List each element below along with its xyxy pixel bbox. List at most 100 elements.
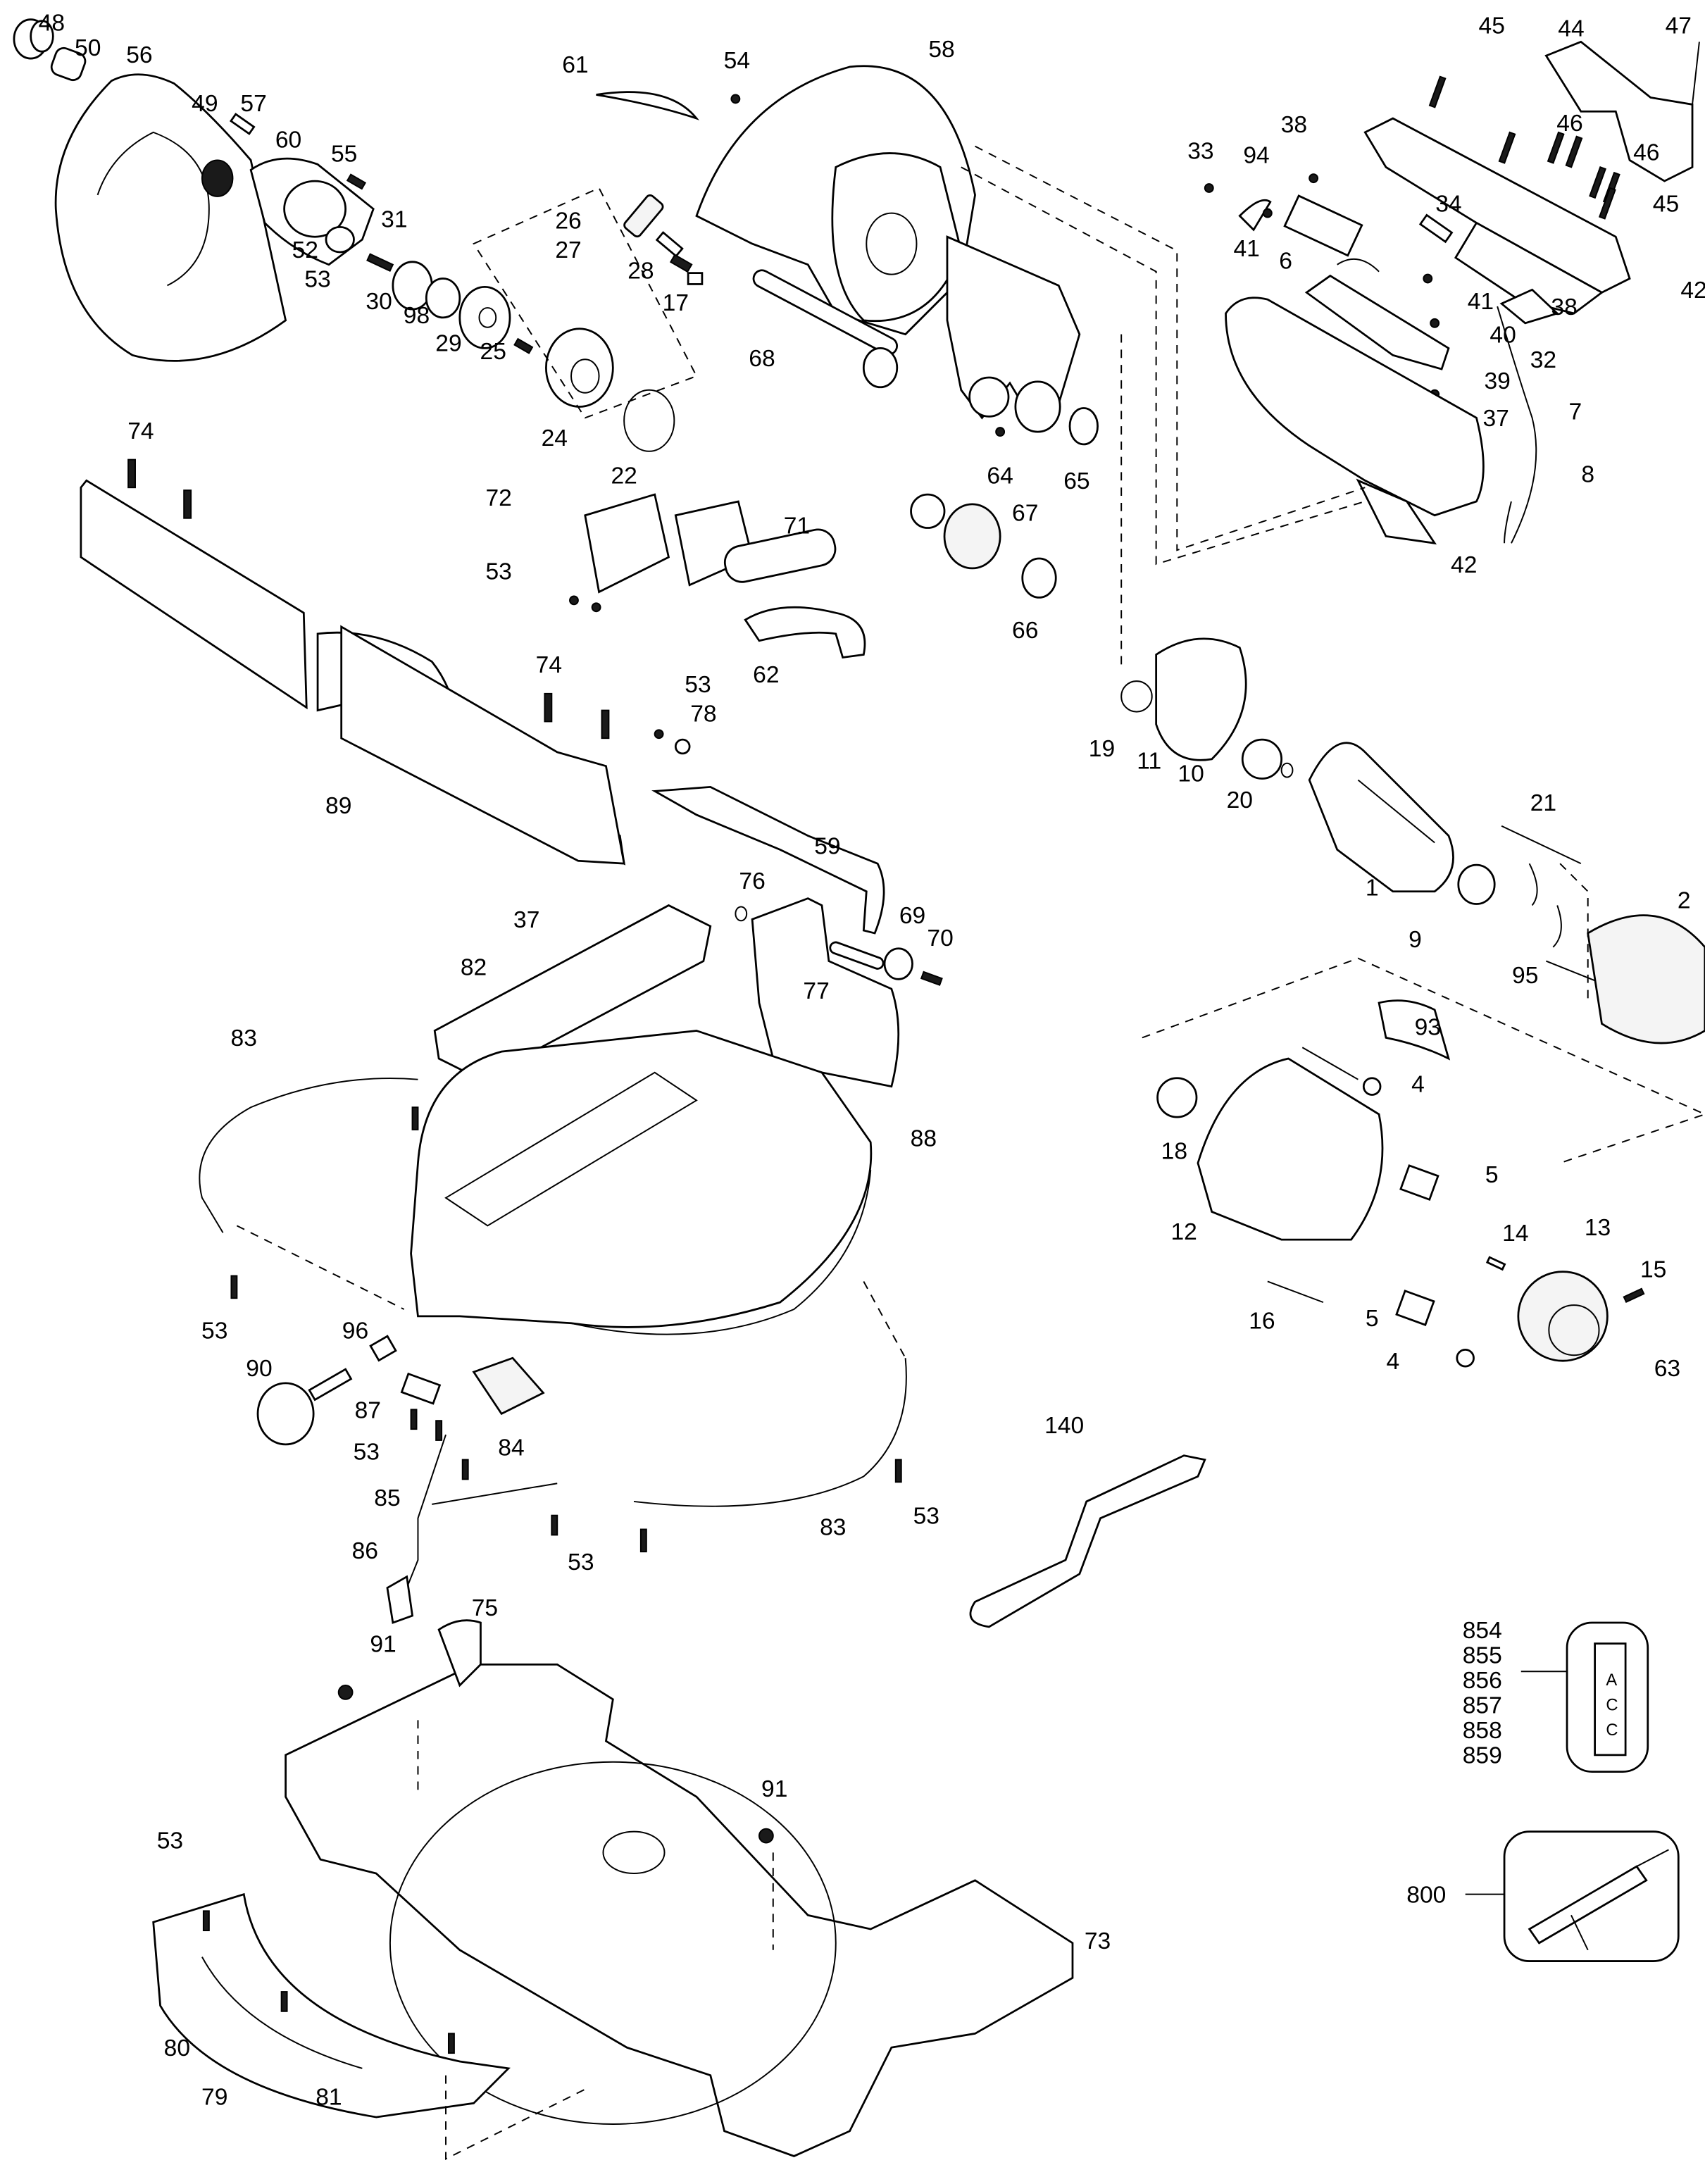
callout-19: 19 <box>1089 736 1115 762</box>
callout-53: 53 <box>201 1318 227 1344</box>
table-group <box>199 729 943 1624</box>
part-68-washer <box>862 347 899 389</box>
callout-21: 21 <box>1530 790 1556 816</box>
part-49-spring <box>201 159 234 197</box>
callout-13: 13 <box>1585 1215 1611 1241</box>
part-29-bore <box>478 307 497 328</box>
callout-79: 79 <box>201 2084 227 2110</box>
inset-part-number: 859 <box>1463 1743 1502 1769</box>
part-53-screw-83d <box>639 1528 647 1553</box>
tag-letter-c1: C <box>1606 1697 1618 1715</box>
assembly-line-scale <box>445 2075 586 2161</box>
callout-53: 53 <box>913 1504 939 1530</box>
part-1-armature <box>1308 742 1454 893</box>
callout-53: 53 <box>685 672 711 698</box>
part-800-tool-body <box>1528 1865 1648 1945</box>
part-22-gasket <box>623 389 675 452</box>
part-42-handle-half-top <box>1363 117 1631 294</box>
callout-80: 80 <box>164 2035 190 2061</box>
part-800-tool-tip <box>1636 1849 1669 1867</box>
part-53-screw-scale-b <box>280 1991 288 2012</box>
callout-29: 29 <box>435 330 461 356</box>
part-46-screw-b <box>1565 135 1583 168</box>
part-11-baffle <box>1155 637 1247 761</box>
part-57-key <box>229 113 256 135</box>
part-17-clip <box>687 272 704 285</box>
callout-83: 83 <box>820 1514 846 1540</box>
assembly-line-field <box>1559 863 1589 1003</box>
part-7-cord-protector <box>1497 306 1537 544</box>
callout-95: 95 <box>1512 963 1538 989</box>
part-90-knob-thread <box>308 1368 353 1402</box>
callout-50: 50 <box>75 35 101 61</box>
part-9-bearing <box>1457 863 1496 905</box>
part-28-spring <box>669 254 693 273</box>
part-83-detent-plate-left <box>199 1078 418 1233</box>
callout-42: 42 <box>1451 552 1477 578</box>
part-29-flange <box>458 286 511 349</box>
callout-5: 5 <box>1366 1306 1379 1332</box>
part-53-screw-83b <box>230 1275 238 1299</box>
inset-part-number: 856 <box>1463 1668 1502 1694</box>
part-98-washer <box>425 277 461 319</box>
label-inset: A C C <box>1520 1621 1649 1773</box>
part-47-screw-a <box>1692 42 1700 105</box>
part-16-screw-b <box>1267 1280 1324 1304</box>
part-53-screw-85b <box>551 1514 558 1536</box>
callout-82: 82 <box>461 954 487 980</box>
callout-74: 74 <box>127 418 154 444</box>
callout-91: 91 <box>370 1632 396 1658</box>
part-58-arm-casting <box>946 235 1081 420</box>
part-wire-leads <box>1337 258 1380 273</box>
lower-guard-group <box>13 18 675 452</box>
part-68-pivot-shaft <box>752 269 898 356</box>
part-86-grip <box>386 1575 414 1624</box>
callout-90: 90 <box>246 1356 272 1382</box>
callout-27: 27 <box>555 237 581 263</box>
callout-55: 55 <box>331 141 357 167</box>
part-18-bearing <box>1156 1077 1198 1118</box>
part-95-brush-spring-b <box>1552 905 1562 948</box>
part-74-screw-a <box>127 458 136 489</box>
part-74-screw-c <box>544 692 553 723</box>
callout-67: 67 <box>1012 501 1038 527</box>
part-54-screw <box>730 94 741 104</box>
callout-18: 18 <box>1161 1138 1187 1164</box>
callout-22: 22 <box>611 463 637 489</box>
part-53-screw-59 <box>654 729 664 740</box>
part-4-brush-cap-b <box>1456 1348 1475 1368</box>
label-inset-numbers: 854 855 856 857 858 859 <box>1463 1618 1502 1769</box>
callout-8: 8 <box>1581 461 1594 487</box>
part-32-cord-clamp <box>1499 288 1559 325</box>
callout-70: 70 <box>927 925 953 951</box>
callout-39: 39 <box>1484 368 1510 394</box>
part-38-screw-a <box>1309 173 1319 184</box>
part-64-screw <box>995 427 1006 437</box>
part-87-bracket <box>400 1372 442 1405</box>
part-63-end-cap-vent <box>1548 1304 1600 1356</box>
part-88-turntable <box>410 1030 873 1328</box>
part-46-screw-c <box>1589 166 1606 199</box>
part-93-shield <box>1378 999 1451 1061</box>
part-73-base <box>285 1663 1074 2157</box>
part-53-screw-scale-c <box>447 2033 455 2054</box>
tag-letter-a: A <box>1606 1671 1617 1690</box>
callout-5: 5 <box>1485 1162 1499 1188</box>
part-79-miter-scale <box>152 1892 511 2119</box>
part-73-turntable-ring <box>389 1761 837 2125</box>
part-67-bushing <box>910 493 946 529</box>
part-85-lock-lever-a <box>403 1434 446 1595</box>
callout-46: 46 <box>1556 111 1582 137</box>
part-58-hub-housing <box>831 152 963 323</box>
callout-73: 73 <box>1085 1928 1111 1954</box>
part-53-screw-87b <box>435 1420 443 1441</box>
callout-6: 6 <box>1279 249 1292 275</box>
callout-60: 60 <box>275 127 301 154</box>
callout-26: 26 <box>555 208 581 234</box>
part-27-lock-pin <box>655 231 684 258</box>
callout-20: 20 <box>1227 787 1253 813</box>
assembly-line-handle-b <box>975 145 1366 551</box>
callout-17: 17 <box>663 290 689 316</box>
